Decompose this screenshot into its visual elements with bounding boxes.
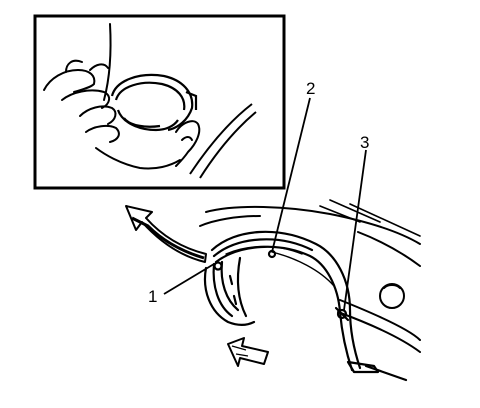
callout-labels: 1 2 3 bbox=[148, 79, 369, 306]
detail-inset bbox=[33, 14, 286, 190]
inset-frame bbox=[33, 14, 286, 190]
callout-3: 3 bbox=[360, 133, 369, 152]
callout-2: 2 bbox=[306, 79, 315, 98]
retainer-clip-icon bbox=[110, 73, 198, 132]
hand-illustration-icon bbox=[43, 23, 201, 170]
leader-line-2 bbox=[271, 97, 311, 253]
fastener-icon bbox=[213, 261, 223, 271]
fender-edge-lines bbox=[189, 103, 257, 179]
wheel-flare bbox=[203, 230, 408, 382]
leader-line-1 bbox=[163, 263, 215, 295]
curved-detail-arrow-icon bbox=[125, 205, 207, 263]
leader-line-3 bbox=[343, 149, 367, 311]
leader-lines bbox=[163, 97, 367, 311]
fastener-icon bbox=[336, 308, 348, 320]
vehicle-body-panel bbox=[199, 199, 421, 353]
callout-1: 1 bbox=[148, 287, 157, 306]
hollow-direction-arrow-icon bbox=[227, 337, 269, 367]
